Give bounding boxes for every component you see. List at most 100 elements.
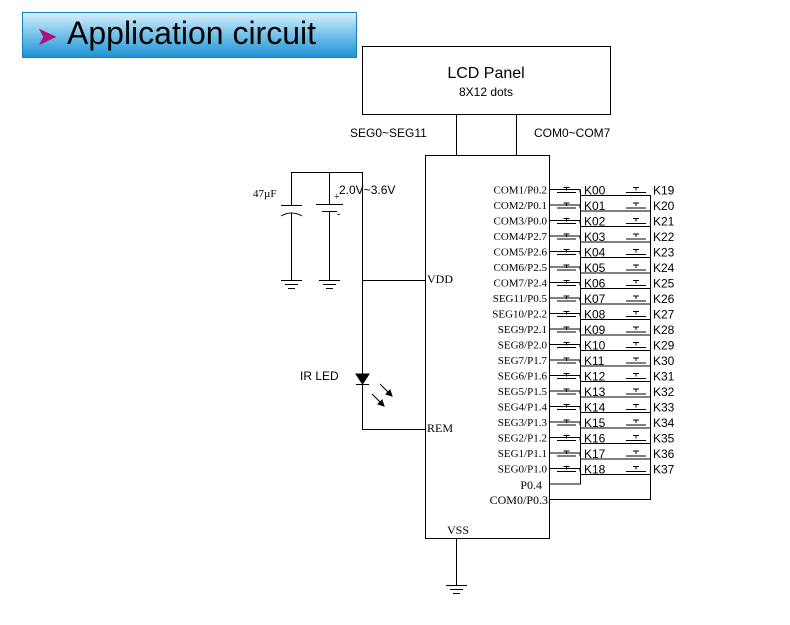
key-switch: [626, 435, 646, 441]
ir-led-label: IR LED: [300, 369, 339, 383]
pin-label: SEG7/P1.7: [498, 355, 548, 367]
key-label: K13: [584, 385, 606, 399]
key-switch: [626, 202, 646, 209]
supply-voltage-label: 2.0V~3.6V: [339, 183, 395, 197]
pin-label: COM7/P2.4: [494, 278, 548, 290]
key-label: K20: [653, 199, 675, 213]
ground-symbol: [319, 280, 340, 289]
key-switch: [557, 435, 576, 441]
key-label: K27: [653, 308, 675, 322]
title-bar: ➤ Application circuit: [22, 12, 357, 58]
key-label: K16: [584, 432, 606, 446]
pin-com0: COM0/P0.3: [490, 493, 548, 507]
key-switch: [557, 233, 576, 240]
key-label: K21: [653, 215, 675, 229]
battery-symbol: [316, 172, 343, 280]
mcu-chip: [425, 155, 550, 539]
pin-label: COM2/P0.1: [494, 200, 548, 212]
key-label: K36: [653, 447, 675, 461]
ir-led-icon: [355, 373, 393, 407]
key-label: K31: [653, 370, 675, 384]
key-label: K01: [584, 199, 606, 213]
pin-label: SEG10/P2.2: [492, 309, 547, 321]
lcd-panel-box: [362, 46, 611, 115]
key-switch: [557, 357, 576, 364]
key-switch: [557, 187, 576, 193]
key-label: K26: [653, 292, 675, 306]
key-switch: [626, 280, 646, 286]
pin-label: SEG5/P1.5: [498, 386, 548, 398]
ground-symbol: [446, 585, 467, 594]
capacitor-label: 47µF: [253, 188, 276, 200]
key-switch: [626, 264, 646, 271]
battery-minus-sign: -: [337, 209, 340, 220]
pin-label: COM1/P0.2: [494, 185, 548, 197]
key-label: K12: [584, 370, 606, 384]
key-switch: [557, 342, 576, 348]
key-label: K37: [653, 463, 675, 477]
key-switch: [557, 280, 576, 286]
key-label: K25: [653, 277, 675, 291]
seg-bus-label: SEG0~SEG11: [350, 126, 427, 140]
pin-label: SEG9/P2.1: [498, 324, 547, 336]
key-switch: [557, 373, 576, 379]
key-switch: [626, 342, 646, 348]
key-switch: [557, 326, 576, 333]
key-label: K02: [584, 215, 606, 229]
key-label: K24: [653, 261, 675, 275]
key-label: K04: [584, 246, 606, 260]
key-switch: [626, 295, 646, 302]
key-switch: [626, 326, 646, 333]
pin-rem: REM: [427, 421, 453, 435]
pin-label: SEG4/P1.4: [498, 402, 548, 414]
key-label: K09: [584, 323, 606, 337]
ground-symbol: [281, 280, 302, 289]
key-label: K10: [584, 339, 606, 353]
key-switch: [557, 295, 576, 302]
key-switch: [626, 373, 646, 379]
key-switch: [626, 419, 646, 426]
key-switch: [557, 249, 576, 255]
key-label: K19: [653, 184, 675, 198]
key-switch: [626, 388, 646, 395]
key-label: K11: [584, 354, 605, 368]
key-label: K06: [584, 277, 606, 291]
pin-vdd: VDD: [427, 272, 453, 286]
key-switch: [626, 450, 646, 457]
key-label: K08: [584, 308, 606, 322]
key-switch: [557, 466, 576, 472]
key-switch: [626, 466, 646, 472]
pin-p04: P0.4: [520, 478, 542, 492]
pin-label: COM3/P0.0: [494, 216, 548, 228]
lcd-panel-label: LCD Panel: [447, 65, 524, 82]
pin-label: SEG8/P2.0: [498, 340, 548, 352]
capacitor-47uf: [280, 172, 303, 280]
battery-plus-sign: +: [334, 192, 340, 203]
key-label: K05: [584, 261, 606, 275]
key-switch: [626, 357, 646, 364]
key-label: K03: [584, 230, 606, 244]
pin-label: SEG0/P1.0: [498, 464, 548, 476]
lcd-panel-subtitle: 8X12 dots: [459, 85, 513, 99]
arrow-bullet-icon: ➤: [36, 21, 58, 51]
key-switch: [626, 311, 646, 317]
pin-label: COM5/P2.6: [494, 247, 548, 259]
key-label: K07: [584, 292, 606, 306]
com-bus-label: COM0~COM7: [534, 126, 611, 140]
key-switch: [557, 419, 576, 426]
key-label: K29: [653, 339, 675, 353]
key-label: K15: [584, 416, 606, 430]
key-switch: [626, 187, 646, 193]
key-switch: [626, 218, 646, 224]
pin-label: COM4/P2.7: [494, 231, 548, 243]
pin-label: SEG3/P1.3: [498, 417, 548, 429]
pin-label: SEG2/P1.2: [498, 433, 547, 445]
key-switch: [557, 450, 576, 457]
key-label: K14: [584, 401, 606, 415]
key-switch: [557, 311, 576, 317]
key-label: K32: [653, 385, 675, 399]
key-label: K23: [653, 246, 675, 260]
pin-label: SEG6/P1.6: [498, 371, 548, 383]
key-switch: [557, 404, 576, 410]
